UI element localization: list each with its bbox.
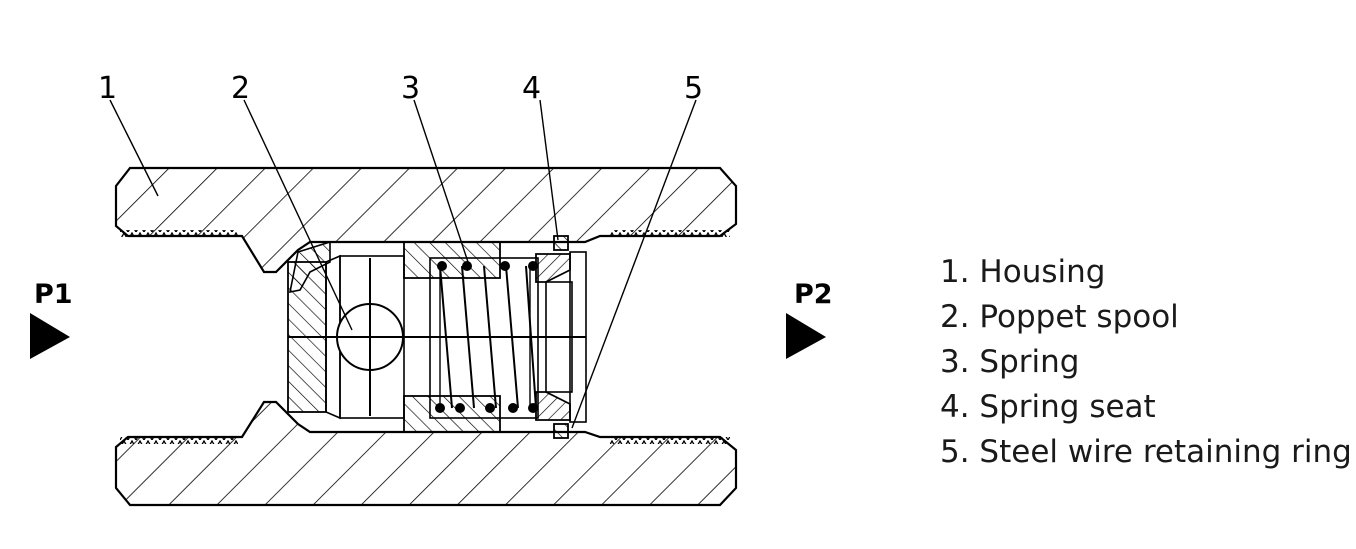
callout-number: 4 [522,71,541,106]
legend-item: 1. Housing [940,254,1106,290]
check-valve-cross-section: P1 P2 1 2 3 4 5 [30,71,833,507]
legend-item: 2. Poppet spool [940,299,1179,335]
callout-number: 1 [98,71,117,106]
port-label-p1: P1 [34,279,73,310]
housing-bottom-wall [114,400,738,507]
outlet-arrow [786,313,826,359]
legend-item: 3. Spring [940,344,1080,380]
callout-number: 5 [684,71,703,106]
legend-item: 4. Spring seat [940,389,1156,425]
legend-item: 5. Steel wire retaining ring [940,434,1352,470]
inlet-arrow [30,313,70,359]
parts-legend: 1. Housing 2. Poppet spool 3. Spring 4. … [940,250,1352,475]
port-label-p2: P2 [794,279,833,310]
callout-number: 2 [231,71,250,106]
callout-leaders [109,99,697,429]
housing-top-wall [114,166,738,274]
callout-number: 3 [401,71,420,106]
